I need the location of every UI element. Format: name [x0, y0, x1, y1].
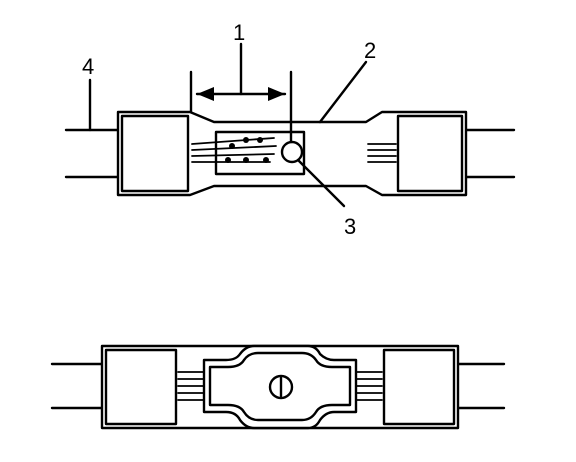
strand-ends [225, 137, 269, 163]
connector-after-crimp [50, 344, 506, 430]
inspection-hole [280, 140, 304, 164]
sleeve-end-left [120, 114, 190, 193]
wire-strands-left-crimped [177, 371, 207, 401]
sleeve-end-right [396, 114, 464, 193]
connector-before-crimp: 1 2 3 4 [64, 20, 516, 239]
crimped-barrel-inner [208, 351, 352, 422]
callout-1: 1 [233, 20, 245, 45]
dimension-marker [189, 42, 293, 144]
callout-2: 2 [364, 38, 376, 63]
leader-2 [318, 60, 368, 124]
callout-4: 4 [82, 54, 94, 79]
sleeve-end-left-crimped [104, 348, 178, 426]
crimped-inspection-hole [268, 374, 294, 400]
callout-3: 3 [344, 214, 356, 239]
wire-strands-right [367, 143, 397, 163]
leader-3 [296, 158, 346, 208]
wire-strands-right-crimped [353, 371, 383, 401]
sleeve-end-right-crimped [382, 348, 456, 426]
